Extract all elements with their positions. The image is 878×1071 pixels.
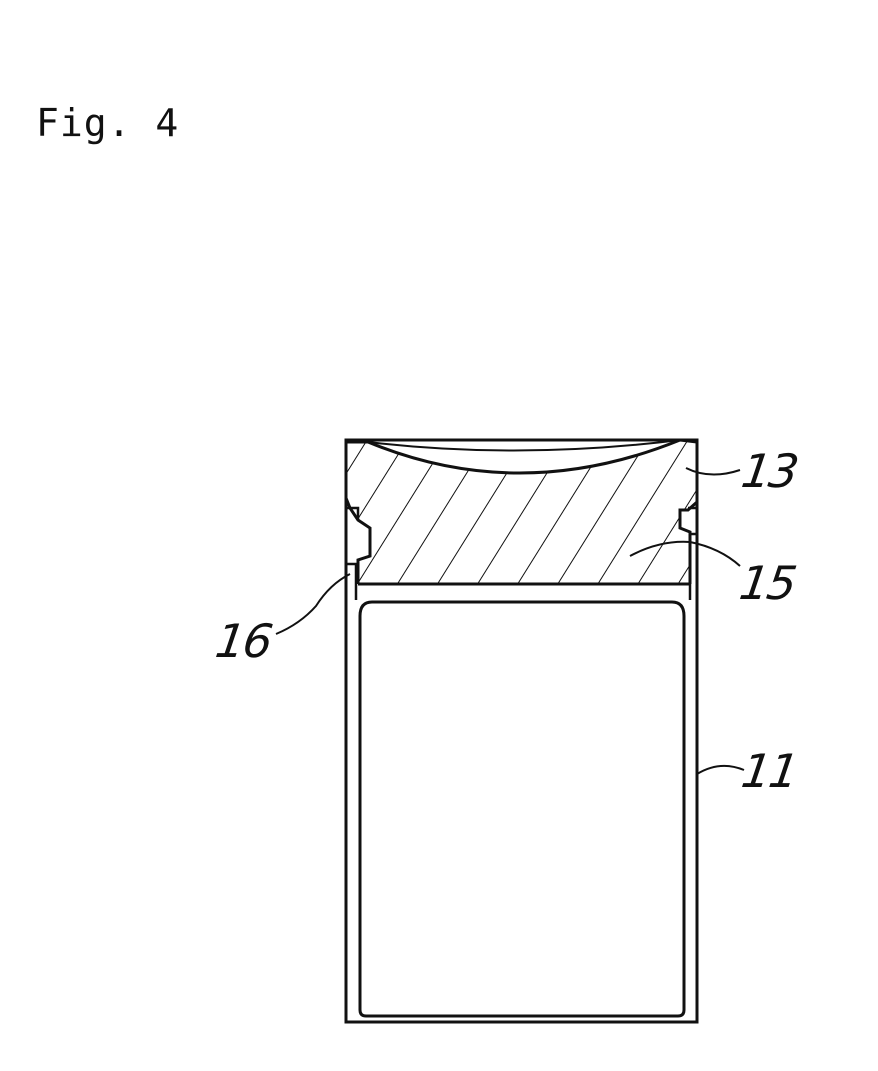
reference-label-16: 16 (212, 614, 274, 668)
leader-line-16 (276, 574, 350, 634)
engagement-groove-left (346, 508, 358, 600)
leader-line-11 (697, 766, 744, 774)
hatched-cap-member (340, 430, 710, 600)
reference-label-15: 15 (736, 556, 798, 610)
reference-label-11: 11 (738, 744, 800, 798)
inner-compartment (360, 602, 684, 1016)
reference-label-13: 13 (738, 444, 800, 498)
